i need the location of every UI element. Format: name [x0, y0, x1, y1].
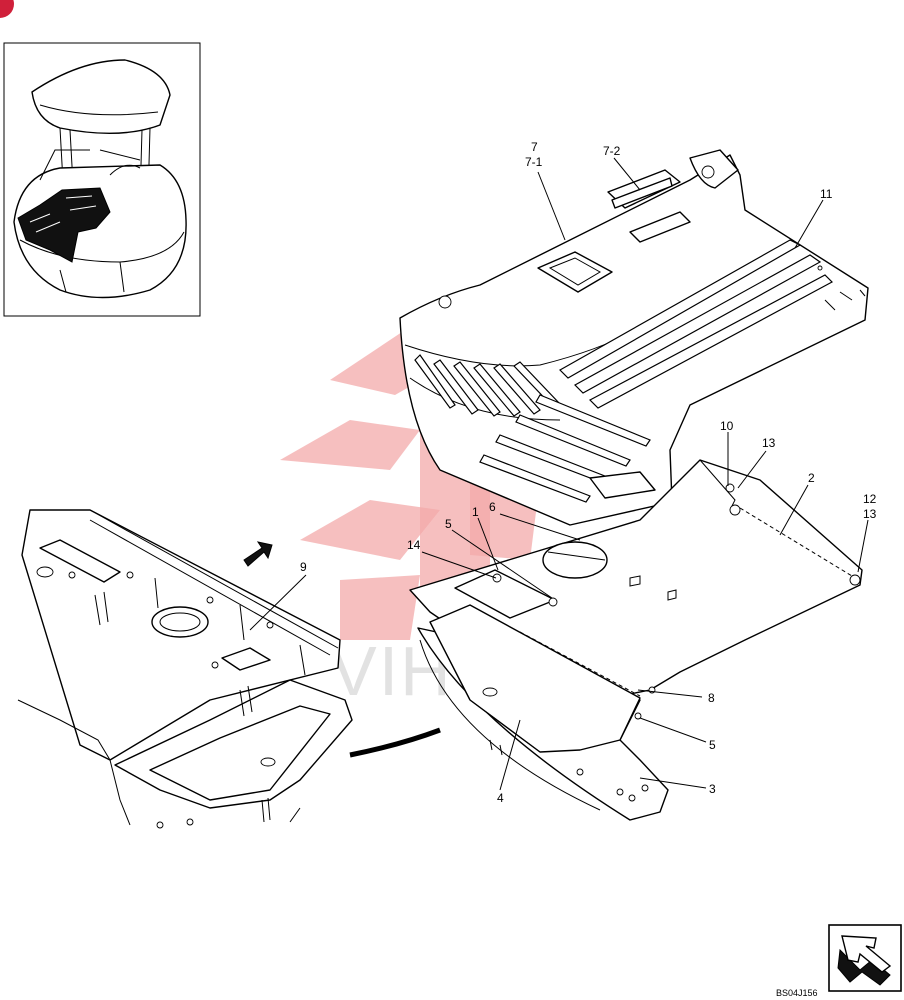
callout-8: 8: [708, 691, 715, 705]
callout-7-1: 7-1: [525, 155, 543, 169]
arrow-next-icon: [837, 935, 892, 986]
callout-11: 11: [820, 187, 833, 201]
callout-9: 9: [300, 560, 307, 574]
corner-badge: [0, 0, 14, 18]
step-cover: [417, 604, 669, 821]
callout-13-right: 13: [863, 507, 877, 521]
callout-5-top: 5: [445, 517, 452, 531]
callout-7-2: 7-2: [603, 144, 621, 158]
callout-6: 6: [489, 500, 496, 514]
callout-2: 2: [808, 471, 815, 485]
callout-10: 10: [720, 419, 734, 433]
callout-5-bottom: 5: [709, 738, 716, 752]
figure-code: BS04J156: [776, 988, 818, 998]
callout-3: 3: [709, 782, 716, 796]
view-arrow-icon: [243, 541, 273, 567]
frame-assembly: [17, 509, 353, 829]
callout-1: 1: [472, 505, 479, 519]
callout-12: 12: [863, 492, 877, 506]
callout-14: 14: [407, 538, 421, 552]
curved-arrow: [349, 727, 441, 758]
callout-4: 4: [497, 791, 504, 805]
callout-7: 7: [531, 140, 538, 154]
next-page-button[interactable]: [828, 924, 902, 992]
inset-overview: [3, 42, 201, 317]
callout-13-top: 13: [762, 436, 776, 450]
floor-mat: [399, 149, 869, 526]
leader-lines: [249, 157, 869, 791]
